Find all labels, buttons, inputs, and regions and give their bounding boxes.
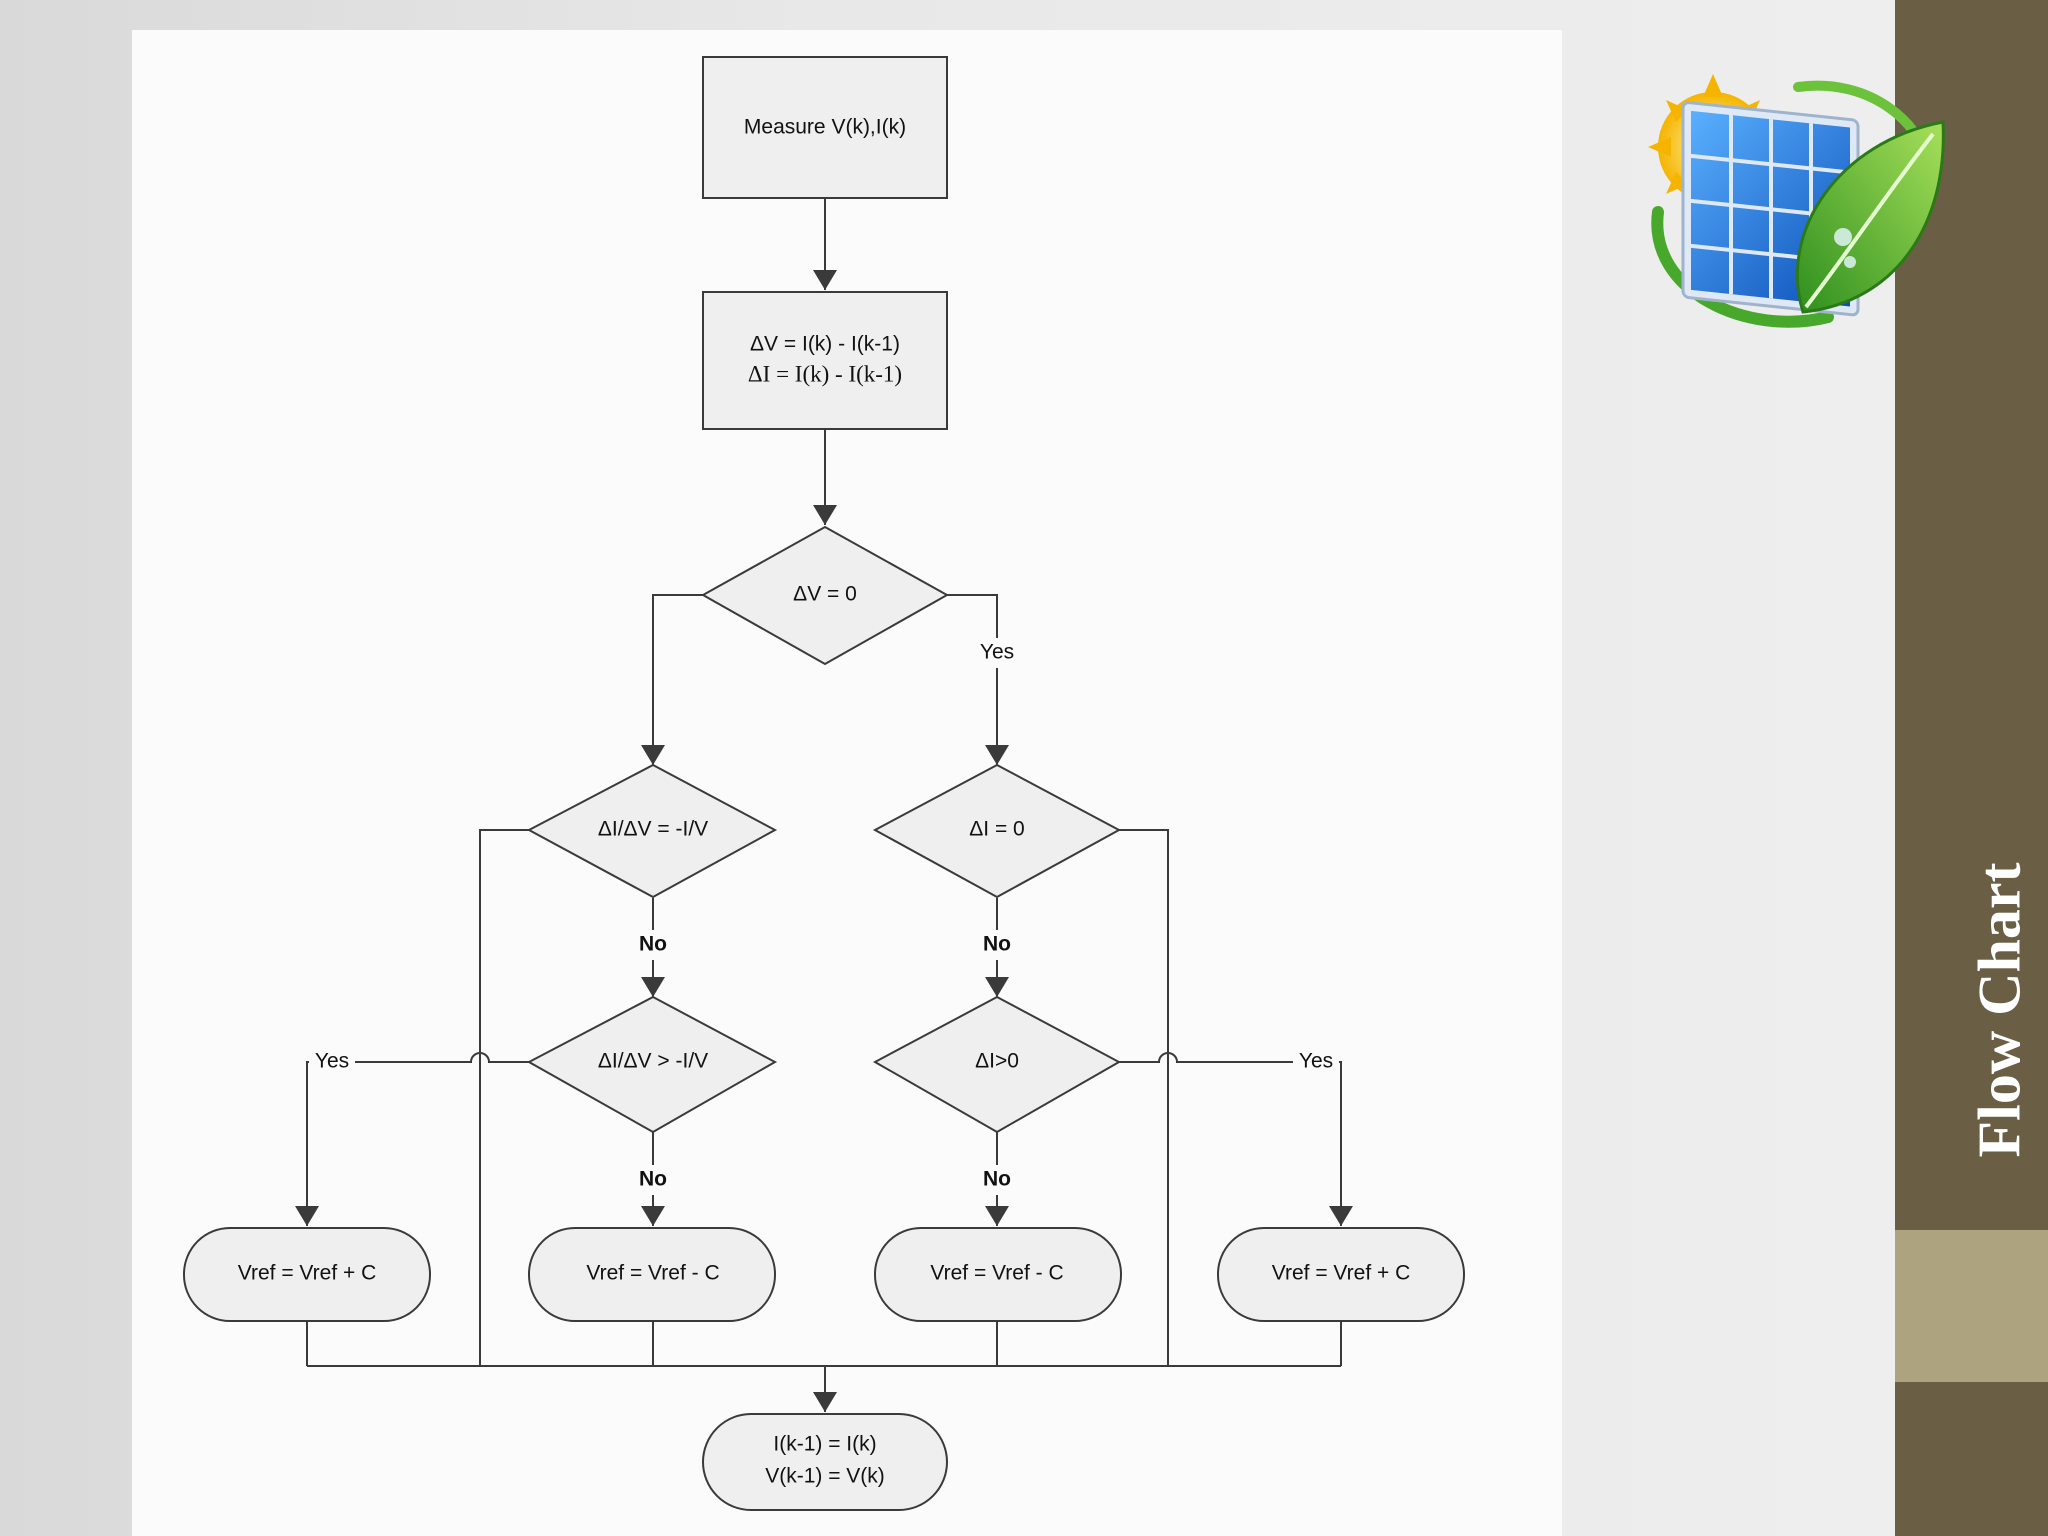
terminal-vref-minus-right: Vref = Vref - C [874,1227,1122,1322]
label-no-di-pos: No [983,1168,1011,1191]
leaf-shape [1795,120,1945,314]
decision-di-pos-text: ΔI>0 [975,1050,1019,1073]
decision-di-zero: ΔI = 0 [872,763,1122,899]
label-no-didv-eq: No [639,933,667,956]
node-delta-i-text: ΔI = I(k) - I(k-1) [748,361,902,386]
node-measure: Measure V(k),I(k) [702,56,948,199]
connector-didv-eq-yes [479,829,529,1366]
decision-didv-eq: ΔI/ΔV = -I/V [526,763,778,899]
decision-didv-eq-text: ΔI/ΔV = -I/V [598,818,708,841]
label-no-didv-gt: No [639,1168,667,1191]
terminal-update-v-text: V(k-1) = V(k) [765,1465,885,1488]
terminal-vref-plus-right: Vref = Vref + C [1217,1227,1465,1322]
terminal-vref-plus-left: Vref = Vref + C [183,1227,431,1322]
label-yes-didv-gt: Yes [315,1050,349,1073]
terminal-vref-plus-right-text: Vref = Vref + C [1272,1262,1411,1285]
decision-didv-gt-text: ΔI/ΔV > -I/V [598,1050,708,1073]
connector-didv-gt-yes [295,1052,529,1226]
terminal-update-i-text: I(k-1) = I(k) [773,1433,876,1456]
label-yes-dv-zero: Yes [980,641,1014,664]
node-delta-calc: ΔV = I(k) - I(k-1) ΔI = I(k) - I(k-1) [702,291,948,430]
terminal-update: I(k-1) = I(k) V(k-1) = V(k) [702,1413,948,1511]
label-yes-di-pos: Yes [1299,1050,1333,1073]
decision-di-pos: ΔI>0 [872,995,1122,1134]
decision-dv-zero-text: ΔV = 0 [793,583,857,606]
terminal-vref-minus-right-text: Vref = Vref - C [930,1262,1063,1285]
terminal-vref-minus-left: Vref = Vref - C [528,1227,776,1322]
decision-di-zero-text: ΔI = 0 [969,818,1024,841]
connector-labels: Yes No No Yes No No Yes [309,638,1339,1195]
decision-didv-gt: ΔI/ΔV > -I/V [526,995,778,1134]
connector-dv-zero-yes [947,594,1009,765]
solar-panel-leaf-icon [1648,74,1945,328]
terminal-vref-plus-left-text: Vref = Vref + C [238,1262,377,1285]
node-measure-text: Measure V(k),I(k) [744,116,906,139]
connector-di-pos-yes [1119,1052,1353,1226]
connector-dv-zero-no [641,594,703,765]
terminal-vref-minus-left-text: Vref = Vref - C [586,1262,719,1285]
decision-dv-zero: ΔV = 0 [700,525,950,666]
label-no-di-zero: No [983,933,1011,956]
connector-di-zero-yes [1119,829,1169,1366]
side-band-accent [1895,1230,2048,1382]
node-delta-v-text: ΔV = I(k) - I(k-1) [750,333,900,356]
